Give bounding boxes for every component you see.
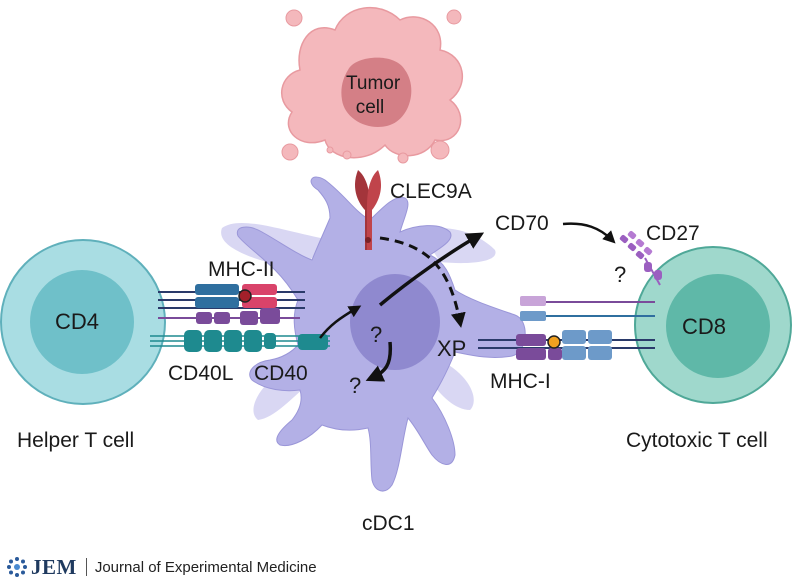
cd8-label: CD8 <box>682 314 727 339</box>
cdc1-label: cDC1 <box>362 512 415 535</box>
tumor-label-line2: cell <box>355 97 385 118</box>
cd27-label: CD27 <box>646 222 700 245</box>
footer-divider <box>85 558 87 576</box>
mhc-ii-label: MHC-II <box>208 258 275 281</box>
lower-question: ? <box>349 373 362 398</box>
cd27-receptor <box>619 230 662 286</box>
clec9a-receptor <box>355 170 382 250</box>
cd4-label: CD4 <box>55 309 100 334</box>
journal-abbrev: JEM <box>31 554 77 579</box>
helper-t-cell <box>0 239 166 405</box>
cytotoxic-t-cell-label: Cytotoxic T cell <box>626 429 768 452</box>
cd40l-cd40 <box>150 330 330 352</box>
cd27-question: ? <box>614 262 627 287</box>
mhc-i-label: MHC-I <box>490 370 551 393</box>
mhc-ii-complex <box>158 284 305 309</box>
cd40-label: CD40 <box>254 362 308 385</box>
tumor-label-line1: Tumor <box>346 73 401 94</box>
cytotoxic-t-cell <box>634 246 792 404</box>
arrow-cd40-nucleus <box>319 305 362 339</box>
mhc-i-complex <box>478 296 655 360</box>
clec9a-label: CLEC9A <box>390 180 472 203</box>
cd40l-label: CD40L <box>168 362 234 385</box>
cd4-coreceptor <box>158 308 300 325</box>
arrow-cd70-cd27 <box>562 222 616 244</box>
cd70-label: CD70 <box>495 212 549 235</box>
jem-logo-icon <box>7 557 27 577</box>
arrow-clec9a-xp <box>379 236 466 328</box>
tumor-cell-label: Tumor cell <box>346 72 401 120</box>
arrow-to-cd70 <box>378 232 485 307</box>
journal-name: Journal of Experimental Medicine <box>94 558 317 576</box>
helper-t-cell-label: Helper T cell <box>17 429 135 452</box>
nucleus-question: ? <box>370 322 383 347</box>
journal-footer: JEM Journal of Experimental Medicine <box>6 555 317 579</box>
arrow-nucleus-down <box>365 341 393 382</box>
arrows <box>319 222 616 382</box>
tumor-cell <box>281 6 464 164</box>
cdc1-nucleus <box>350 274 440 370</box>
xp-label: XP <box>437 336 467 361</box>
